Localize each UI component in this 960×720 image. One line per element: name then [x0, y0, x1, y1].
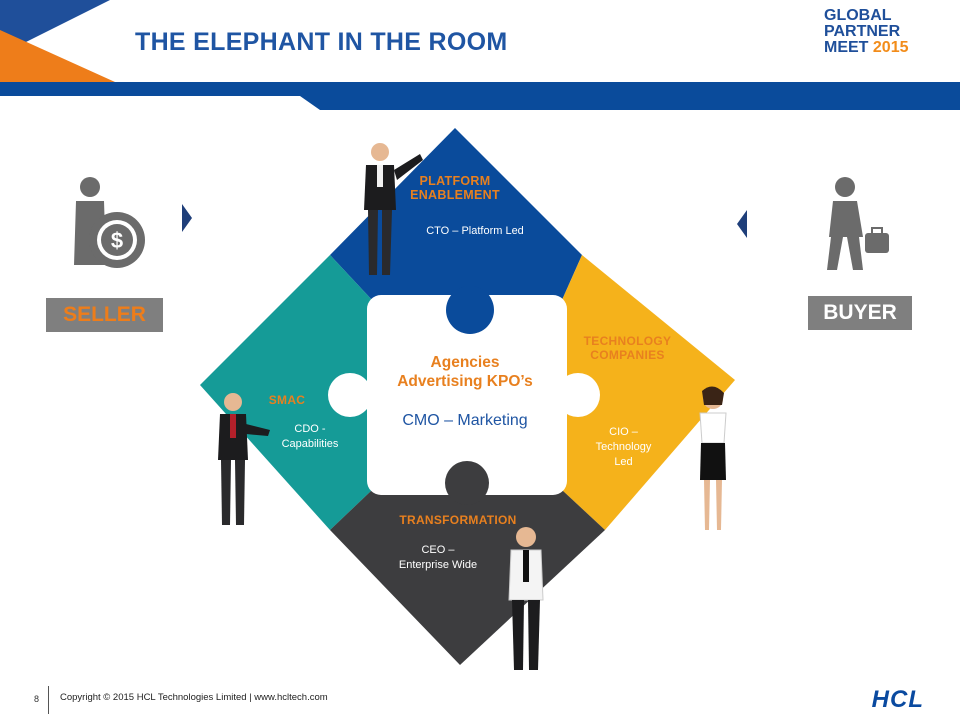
segment-top-title-line1: PLATFORM: [419, 174, 491, 188]
segment-left-shape: [200, 255, 372, 530]
chevron-left-icon: [737, 210, 747, 238]
briefcase-person-icon: [827, 177, 889, 270]
center-title-line2: Advertising KPO’s: [397, 373, 533, 390]
page-number: 8: [34, 694, 40, 704]
segment-left-desc: CDO - Capabilities: [270, 422, 350, 452]
footer-divider: [48, 686, 49, 714]
segment-top-desc: CTO – Platform Led: [426, 225, 524, 237]
buyer-badge: BUYER: [808, 296, 912, 330]
center-subtitle: CMO – Marketing: [402, 412, 528, 429]
chevron-right-icon: [182, 204, 192, 232]
logo-line-1: GLOBAL: [824, 7, 892, 24]
logo-year: 2015: [872, 39, 909, 56]
segment-left-title: SMAC: [268, 393, 306, 407]
center-piece: [367, 295, 567, 495]
dollar-person-icon: $: [74, 177, 145, 268]
segment-right-title-line2: COMPANIES: [590, 348, 665, 362]
segment-left-desc-line1: CDO -: [294, 423, 326, 435]
segment-bottom-desc-line2: Enterprise Wide: [398, 559, 478, 571]
hcl-logo: HCL: [871, 686, 924, 713]
event-logo: GLOBAL PARTNER MEET 2015: [824, 8, 944, 56]
segment-bottom-desc-line1: CEO –: [421, 544, 455, 556]
segment-top-title: PLATFORM ENABLEMENT: [395, 174, 515, 202]
segment-bottom-shape: [330, 490, 605, 665]
businesswoman-figure: [699, 386, 727, 530]
page-title: THE ELEPHANT IN THE ROOM: [135, 28, 508, 56]
segment-right-desc: CIO – Technology Led: [586, 425, 661, 470]
center-title: Agencies Advertising KPO’s: [375, 353, 555, 391]
segment-bottom-desc: CEO – Enterprise Wide: [383, 543, 493, 573]
segment-right-desc-line3: Led: [614, 456, 633, 468]
center-title-line1: Agencies: [430, 354, 500, 371]
segment-bottom-title: TRANSFORMATION: [399, 513, 517, 527]
segment-left-desc-line2: Capabilities: [281, 438, 339, 450]
segment-right-shape: [562, 255, 735, 530]
segment-right-title: TECHNOLOGY COMPANIES: [565, 334, 690, 362]
svg-text:$: $: [111, 228, 123, 253]
segment-top-title-line2: ENABLEMENT: [410, 188, 500, 202]
segment-right-desc-line1: CIO –: [609, 426, 638, 438]
segment-right-title-line1: TECHNOLOGY: [583, 334, 672, 348]
businessman-top-figure: [364, 143, 423, 275]
header-decoration: [0, 0, 960, 110]
seller-badge: SELLER: [46, 298, 163, 332]
logo-line-3: MEET: [824, 39, 869, 56]
logo-line-2: PARTNER: [824, 23, 901, 40]
segment-right-desc-line2: Technology: [595, 441, 652, 453]
businessman-bottom-figure: [508, 527, 544, 670]
segment-top-shape: [330, 128, 582, 255]
businessman-left-figure: [218, 393, 270, 525]
footer-copyright: Copyright © 2015 HCL Technologies Limite…: [60, 692, 328, 703]
